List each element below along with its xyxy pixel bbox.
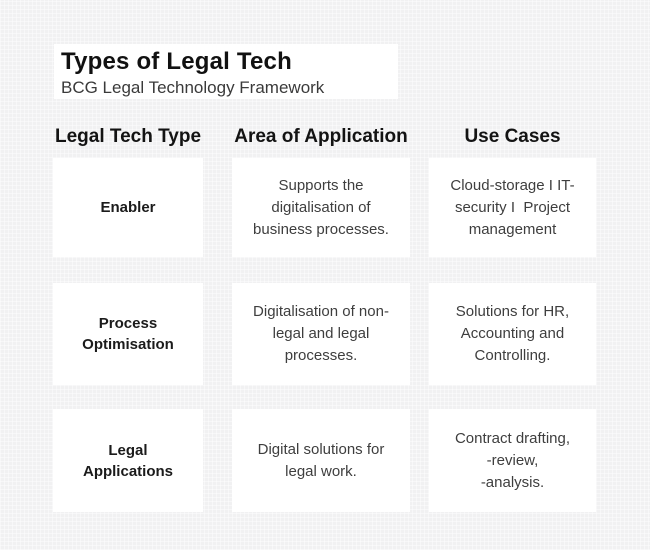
- page-subtitle: BCG Legal Technology Framework: [61, 78, 325, 97]
- cell-process-optimisation-area: Digitalisation of non- legal and legal p…: [232, 283, 410, 385]
- cell-legal-applications-use-cases: Contract drafting, -review, -analysis.: [429, 409, 596, 512]
- cell-enabler-type: Enabler: [53, 158, 203, 257]
- cell-process-optimisation-type: Process Optimisation: [53, 283, 203, 385]
- column-header-use-cases: Use Cases: [464, 126, 561, 147]
- page-title: Types of Legal Tech: [61, 48, 292, 75]
- cell-legal-applications-area: Digital solutions for legal work.: [232, 409, 410, 512]
- cell-legal-applications-type: Legal Applications: [53, 409, 203, 512]
- column-header-area-of-application: Area of Application: [234, 126, 408, 147]
- column-header-legal-tech-type: Legal Tech Type: [54, 126, 202, 147]
- cell-enabler-area: Supports the digitalisation of business …: [232, 158, 410, 257]
- cell-process-optimisation-use-cases: Solutions for HR, Accounting and Control…: [429, 283, 596, 385]
- framework-table: Legal Tech Type Area of Application Use …: [53, 124, 596, 512]
- cell-enabler-use-cases: Cloud-storage I IT- security I Project m…: [429, 158, 596, 257]
- title-card: Types of Legal Tech BCG Legal Technology…: [54, 44, 398, 99]
